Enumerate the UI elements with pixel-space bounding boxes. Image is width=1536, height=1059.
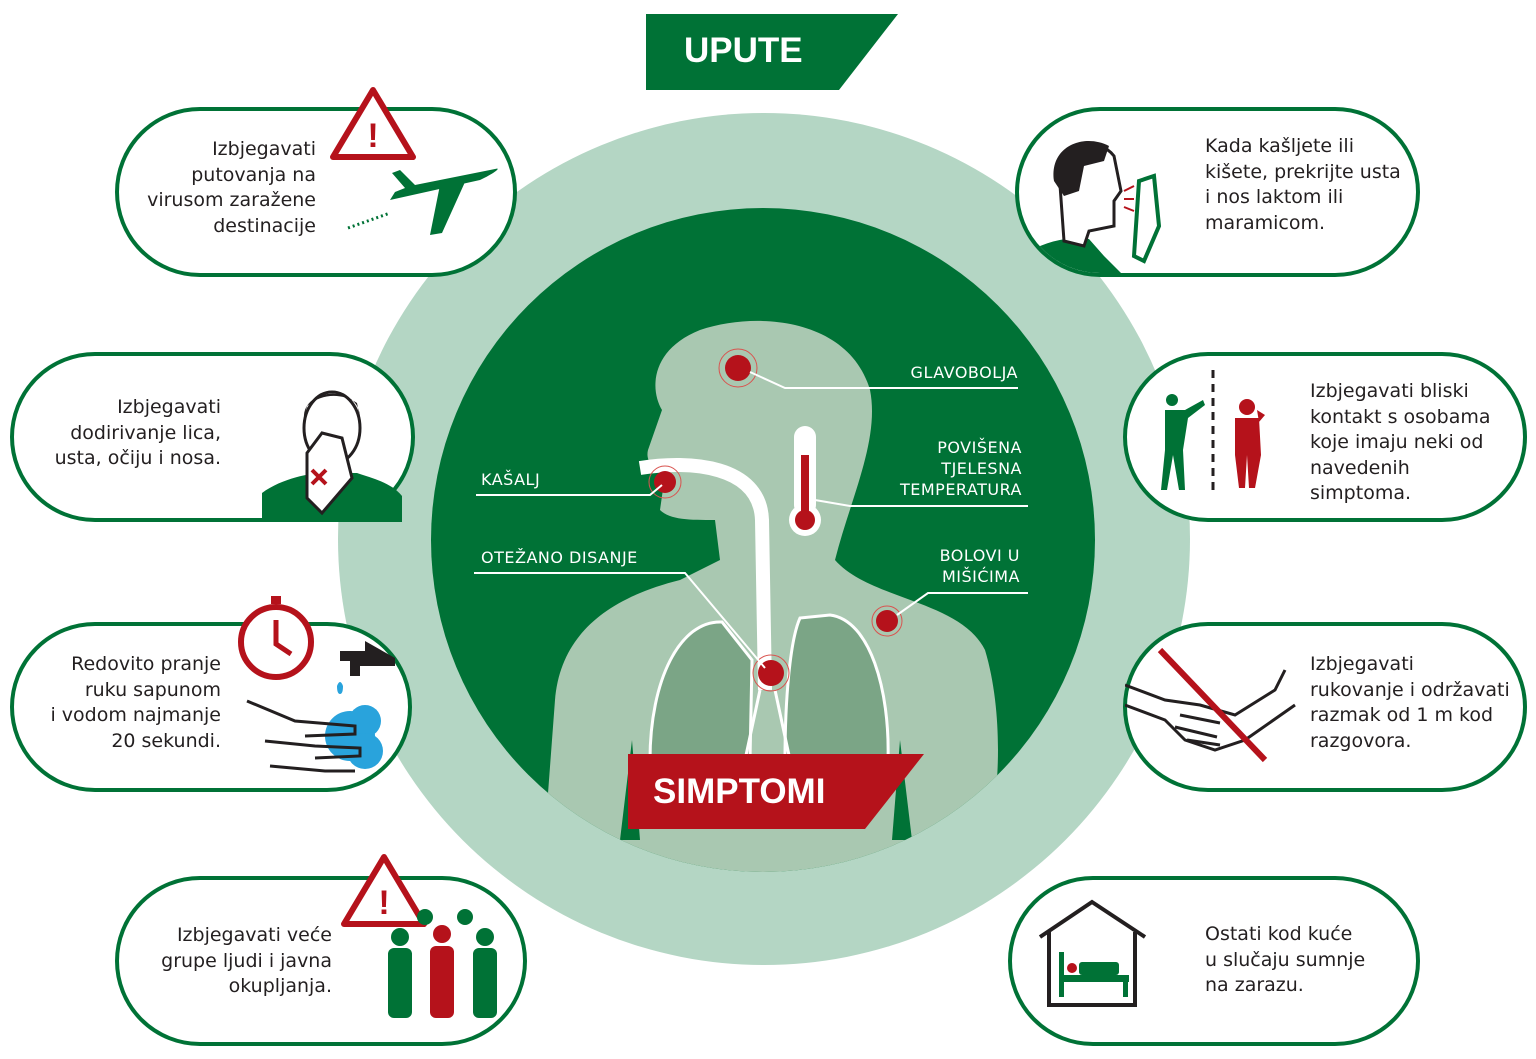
symptoms-title: SIMPTOMI bbox=[653, 772, 826, 811]
symptom-dots bbox=[648, 348, 903, 692]
tip-travel-text: Izbjegavati putovanja na virusom zaražene d… bbox=[130, 137, 316, 239]
text-line: Kada kašljete ili bbox=[1205, 135, 1354, 157]
face-touch-icon bbox=[262, 390, 402, 522]
text-line: usta, očiju i nosa. bbox=[54, 447, 221, 469]
text-line: Izbjegavati bbox=[1310, 653, 1414, 675]
no-handshake-icon bbox=[1125, 647, 1296, 763]
symptom-bolovi: BOLOVI U MIŠIĆIMA bbox=[900, 545, 1020, 587]
symptom-otezano-disanje: OTEŽANO DISANJE bbox=[481, 548, 638, 567]
text-line: koje imaju neki od bbox=[1310, 431, 1484, 453]
text-line: navedenih bbox=[1310, 456, 1410, 479]
simptomi-banner bbox=[628, 754, 924, 829]
distance-icon bbox=[1161, 370, 1265, 495]
label-line: MIŠIĆIMA bbox=[941, 567, 1020, 586]
page-title: UPUTE bbox=[684, 31, 803, 70]
symptom-glavobolja: GLAVOBOLJA bbox=[910, 363, 1018, 382]
text-line: kišete, prekrijte usta bbox=[1205, 160, 1401, 183]
tip-crowds-text: Izbjegavati veće grupe ljudi i javna okupl… bbox=[130, 923, 332, 1000]
upute-banner bbox=[646, 14, 898, 90]
text-line: Izbjegavati bbox=[212, 138, 316, 160]
airplane-warning-icon: ! bbox=[330, 87, 498, 235]
text-line: Ostati kod kuće bbox=[1205, 923, 1353, 945]
handwash-timer-icon bbox=[238, 596, 395, 773]
tip-handshake-text: Izbjegavati rukovanje i održavati razmak o… bbox=[1310, 652, 1525, 754]
sneeze-tissue-icon bbox=[1029, 141, 1162, 273]
text-line: i nos laktom ili bbox=[1205, 186, 1344, 208]
symptom-kasalj: KAŠALJ bbox=[481, 470, 541, 489]
body-figure bbox=[474, 320, 1028, 872]
tip-distance-text: Izbjegavati bliski kontakt s osobama koje … bbox=[1310, 379, 1520, 507]
text-line: simptoma. bbox=[1310, 482, 1412, 504]
text-line: dodirivanje lica, bbox=[70, 421, 221, 444]
tip-cough bbox=[1015, 107, 1420, 277]
symptom-temperature: POVIŠENA TJELESNA TEMPERATURA bbox=[860, 437, 1022, 500]
text-line: ruku sapunom bbox=[84, 678, 221, 701]
label-line: POVIŠENA bbox=[937, 438, 1022, 457]
text-line: 20 sekundi. bbox=[111, 729, 221, 752]
label-line: TEMPERATURA bbox=[899, 480, 1022, 499]
text-line: kontakt s osobama bbox=[1310, 405, 1491, 428]
svg-text:!: ! bbox=[378, 884, 389, 922]
text-line: virusom zaražene bbox=[147, 189, 316, 211]
tip-stay-home-text: Ostati kod kuće u slučaju sumnje na zarazu… bbox=[1205, 922, 1405, 999]
text-line: grupe ljudi i javna bbox=[161, 949, 332, 972]
tip-crowds bbox=[115, 876, 527, 1046]
tip-distance bbox=[1123, 352, 1527, 522]
text-line: Redovito pranje bbox=[71, 653, 221, 675]
text-line: razmak od 1 m kod bbox=[1310, 704, 1494, 726]
text-line: razgovora. bbox=[1310, 729, 1412, 752]
tip-handwash bbox=[10, 622, 412, 792]
inner-circle bbox=[431, 208, 1095, 872]
tip-handshake bbox=[1123, 622, 1527, 792]
tip-stay-home bbox=[1008, 876, 1420, 1046]
text-line: okupljanja. bbox=[228, 975, 332, 997]
tip-face-text: Izbjegavati dodirivanje lica, usta, očiju … bbox=[30, 395, 221, 472]
text-line: maramicom. bbox=[1205, 211, 1326, 234]
text-line: u slučaju sumnje bbox=[1205, 948, 1366, 971]
crowd-warning-icon: ! bbox=[341, 854, 497, 1018]
label-line: TJELESNA bbox=[941, 459, 1022, 478]
text-line: destinacije bbox=[213, 214, 316, 237]
text-line: i vodom najmanje bbox=[50, 704, 221, 726]
text-line: Izbjegavati veće bbox=[176, 924, 332, 946]
tip-handwash-text: Redovito pranje ruku sapunom i vodom najma… bbox=[30, 652, 221, 754]
text-line: na zarazu. bbox=[1205, 974, 1304, 996]
text-line: Izbjegavati bliski bbox=[1310, 380, 1469, 402]
house-bed-icon bbox=[1038, 899, 1147, 1007]
text-line: putovanja na bbox=[191, 163, 316, 186]
tip-cough-text: Kada kašljete ili kišete, prekrijte usta i… bbox=[1205, 134, 1415, 236]
label-line: BOLOVI U bbox=[939, 546, 1020, 565]
text-line: rukovanje i održavati bbox=[1310, 678, 1510, 701]
text-line: Izbjegavati bbox=[117, 396, 221, 418]
svg-text:!: ! bbox=[367, 117, 378, 155]
